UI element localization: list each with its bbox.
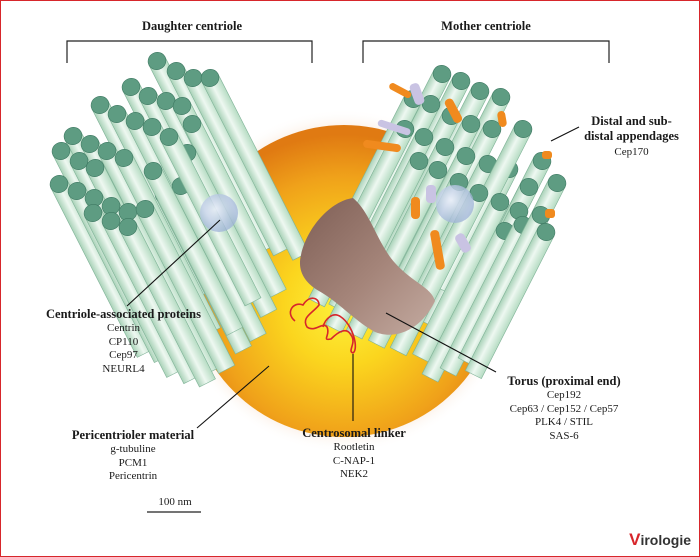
centrosomal-linker <box>289 297 357 354</box>
logo-text: irologie <box>640 532 691 548</box>
microtubule <box>101 212 201 385</box>
linker-title: Centrosomal linker <box>302 426 406 440</box>
torus-item: Cep192 <box>546 389 582 401</box>
logo-initial: V <box>629 530 641 549</box>
virologie-logo: Virologie <box>629 530 691 550</box>
microtubule <box>464 223 556 380</box>
linker-item: Rootletin <box>333 441 375 453</box>
microtubule <box>118 218 216 388</box>
linker-block: Centrosomal linker Rootletin C-NAP-1 NEK… <box>299 426 409 482</box>
leader-lines <box>126 126 580 429</box>
centriole-associated-title: Centriole-associated proteins <box>46 307 201 321</box>
mother-bracket <box>362 40 610 63</box>
daughter-bracket <box>66 40 313 63</box>
appendages-block: Distal and sub- distal appendages Cep170 <box>579 114 684 160</box>
scale-label: 100 nm <box>158 496 192 508</box>
centriole-associated-sphere <box>200 194 238 232</box>
daughter-centriole-label: Daughter centriole <box>141 19 243 33</box>
daughter-centriole <box>49 52 310 388</box>
pcm-block: Pericentrioler material g-tubuline PCM1 … <box>63 428 203 484</box>
cap-item: Cep97 <box>109 349 138 361</box>
torus-title: Torus (proximal end) <box>507 374 621 388</box>
pcm-title: Pericentrioler material <box>71 428 195 442</box>
mother-associated-sphere <box>436 185 474 223</box>
torus-block: Torus (proximal end) Cep192 Cep63 / Cep1… <box>489 374 639 443</box>
centriole-associated-block: Centriole-associated proteins Centrin CP… <box>31 307 216 376</box>
torus-item: PLK4 / STIL <box>534 416 594 428</box>
cap-item: CP110 <box>108 335 139 348</box>
cap-item: NEURL4 <box>102 362 145 375</box>
pcm-item: Pericentrin <box>108 470 158 482</box>
torus <box>299 198 435 335</box>
cap-item: Centrin <box>107 322 140 334</box>
mother-centriole-label: Mother centriole <box>441 19 531 33</box>
microtubule <box>200 69 310 261</box>
microtubule <box>421 222 515 383</box>
appendages-item: Cep170 <box>614 146 649 158</box>
distal-appendages <box>363 83 555 270</box>
linker-item: NEK2 <box>339 468 369 480</box>
pcm-item: g-tubuline <box>110 443 156 455</box>
torus-item: SAS-6 <box>549 429 579 442</box>
appendages-title: Distal and sub- distal appendages <box>584 114 679 143</box>
microtubule <box>143 162 244 336</box>
pcm-item: PCM1 <box>118 456 148 469</box>
microtubule <box>135 200 236 374</box>
linker-item: C-NAP-1 <box>332 454 376 467</box>
torus-item: Cep63 / Cep152 / Cep57 <box>509 402 619 415</box>
